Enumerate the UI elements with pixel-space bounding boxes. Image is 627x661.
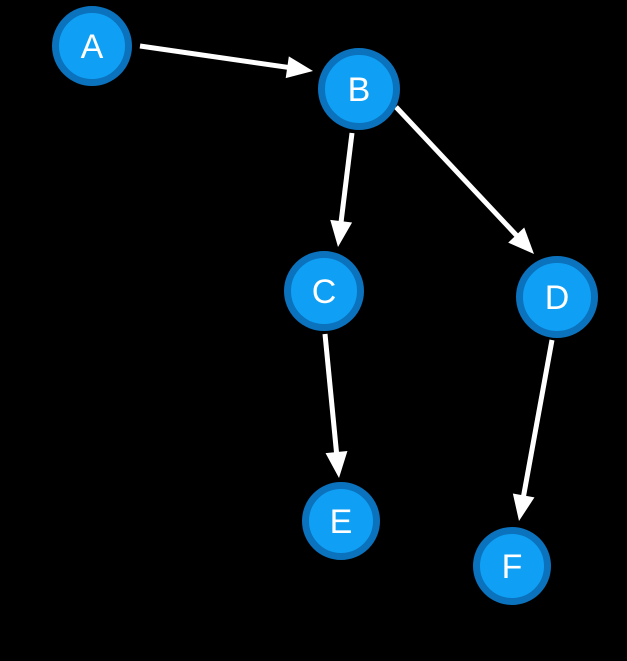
node-e[interactable]: E xyxy=(302,482,380,560)
arrowhead-icon xyxy=(285,56,313,79)
edge-shaft xyxy=(338,132,355,225)
edge-d-to-f[interactable] xyxy=(512,339,555,521)
node-b[interactable]: B xyxy=(318,48,400,130)
edge-shaft xyxy=(139,43,291,71)
node-circle[interactable] xyxy=(302,482,380,560)
edge-shaft xyxy=(322,333,340,456)
nodes-layer: A B C D E F xyxy=(52,6,598,605)
edge-a-to-b[interactable] xyxy=(139,43,313,79)
node-a[interactable]: A xyxy=(52,6,132,86)
edges-layer xyxy=(139,43,555,521)
edge-shaft xyxy=(520,339,555,499)
arrowhead-icon xyxy=(508,227,534,254)
node-f[interactable]: F xyxy=(473,527,551,605)
arrowhead-icon xyxy=(330,219,353,247)
arrowhead-icon xyxy=(325,451,348,478)
node-circle[interactable] xyxy=(516,256,598,338)
edge-b-to-d[interactable] xyxy=(394,105,534,254)
arrowhead-icon xyxy=(512,493,535,521)
node-circle[interactable] xyxy=(318,48,400,130)
edge-b-to-c[interactable] xyxy=(330,132,355,247)
node-d[interactable]: D xyxy=(516,256,598,338)
node-circle[interactable] xyxy=(473,527,551,605)
node-c[interactable]: C xyxy=(284,251,364,331)
edge-c-to-e[interactable] xyxy=(322,333,348,478)
node-circle[interactable] xyxy=(284,251,364,331)
edge-shaft xyxy=(394,105,521,239)
node-circle[interactable] xyxy=(52,6,132,86)
